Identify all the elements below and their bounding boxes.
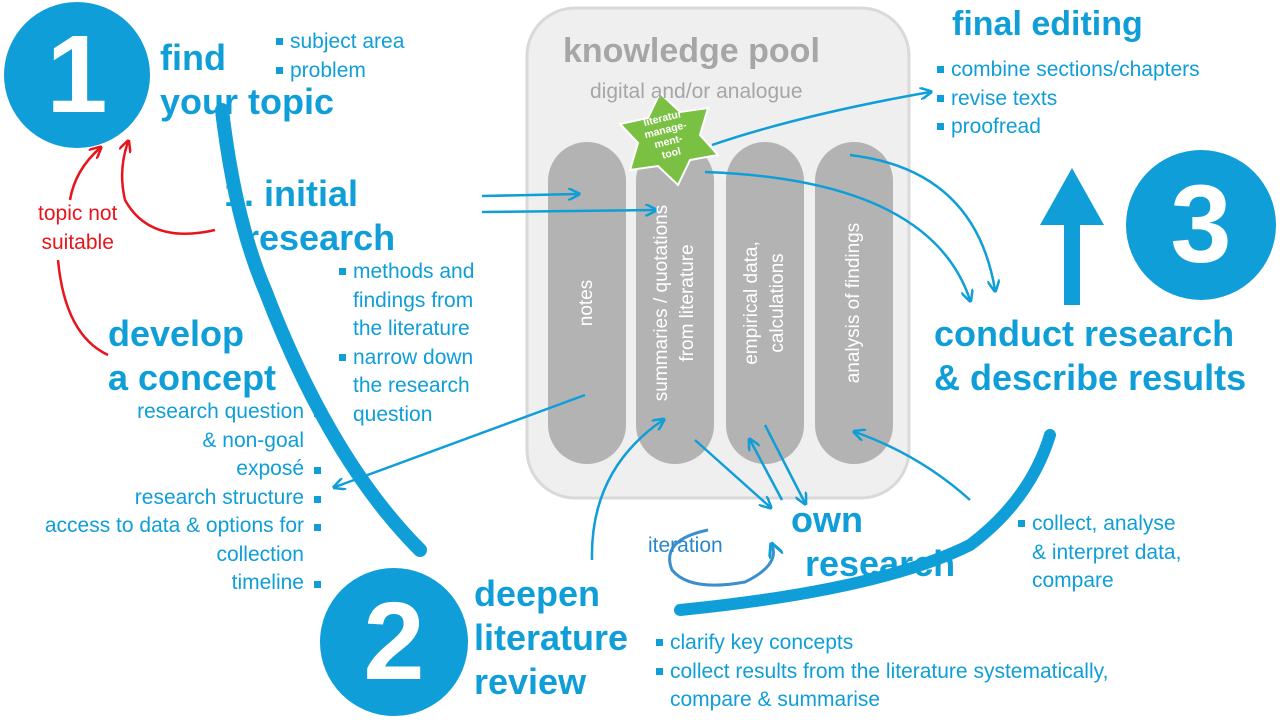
step2-bullets: clarify key concepts collect results fro… xyxy=(656,629,1108,715)
step2-title-line1: deepen xyxy=(474,573,601,614)
arrow-star-to-final xyxy=(711,92,930,147)
step3-title-line2: & describe results xyxy=(934,357,1247,398)
step1-bullet: problem xyxy=(276,57,404,86)
knowledge-pool-title: knowledge pool xyxy=(563,32,820,70)
step1-bullets: subject area problem xyxy=(276,28,404,85)
arrow-review-to-summaries xyxy=(590,420,663,561)
develop-concept-item: collection xyxy=(216,542,304,566)
pool-column-label-notes: notes xyxy=(576,279,597,327)
iteration-label: iteration xyxy=(648,534,723,557)
step3-bullets: collect, analyse& interpret data,compare xyxy=(1018,510,1181,596)
up-arrow-head xyxy=(1040,168,1104,225)
final-editing-bullet: combine sections/chapters xyxy=(937,56,1200,85)
pool-column-empirical xyxy=(726,142,804,464)
pool-column-label-empirical: empirical data,calculations xyxy=(741,241,788,365)
step1-bullet: subject area xyxy=(276,28,404,57)
arrow-research-to-summaries xyxy=(481,210,655,212)
pool-column-summaries xyxy=(636,142,714,464)
main-arc-1-to-2 xyxy=(215,103,427,557)
pool-column-analysis xyxy=(815,142,893,464)
step3-title-line1: conduct research xyxy=(934,313,1235,354)
arrow-research-to-notes xyxy=(481,194,578,196)
arrow-notes-to-concept xyxy=(335,393,586,487)
main-arc-2-to-3 xyxy=(674,429,1056,616)
arrow-own-to-empirical xyxy=(750,440,784,501)
arrow-summaries-to-own xyxy=(694,439,770,507)
step2-title-line3: review xyxy=(474,661,587,702)
pool-column-notes xyxy=(548,142,626,464)
develop-concept-item: research structure xyxy=(45,484,324,513)
pool-column-label-analysis: analysis of findings xyxy=(843,222,864,384)
final-editing-bullet: proofread xyxy=(937,113,1200,142)
final-editing-bullets: combine sections/chapters revise texts p… xyxy=(937,56,1200,142)
develop-concept-item: access to data & options for xyxy=(45,512,324,541)
develop-concept-item: research question xyxy=(45,398,324,427)
own-research-line1: own xyxy=(791,499,863,540)
initial-research-title-line1: 1. initial xyxy=(224,173,359,214)
develop-concept-item: timeline xyxy=(45,569,324,598)
literature-tool-star xyxy=(618,91,720,187)
step2-bullet: clarify key concepts xyxy=(656,629,1108,658)
step2-bullet: collect results from the literature syst… xyxy=(656,658,1108,715)
red-arrow-3 xyxy=(56,259,109,357)
step1-title-line2: your topic xyxy=(160,81,335,122)
arrow-analysis-to-research-1 xyxy=(849,153,995,290)
arrow-analysis-to-research-2 xyxy=(704,170,970,300)
step1-title-line1: find xyxy=(160,37,226,78)
step3-circle: 3 xyxy=(1126,150,1276,300)
develop-concept-list: research question & non-goal exposé rese… xyxy=(45,398,324,598)
step3-bullet: collect, analyse& interpret data,compare xyxy=(1018,510,1181,596)
develop-concept-title-line2: a concept xyxy=(108,357,277,398)
red-arrow-1 xyxy=(122,142,216,235)
knowledge-pool-subtitle: digital and/or analogue xyxy=(590,80,803,103)
arrow-empirical-to-own xyxy=(763,424,805,503)
initial-research-title-line2: research xyxy=(245,217,396,258)
arrow-collect-to-analysis xyxy=(855,432,971,501)
final-editing-title: final editing xyxy=(952,5,1143,43)
own-research-line2: research xyxy=(805,543,956,584)
iteration-loop xyxy=(668,528,774,587)
step2-title-line2: literature xyxy=(474,617,629,658)
develop-concept-title-line1: develop xyxy=(108,313,245,354)
red-arrow-2 xyxy=(68,148,100,201)
final-editing-bullet: revise texts xyxy=(937,85,1200,114)
step1-circle: 1 xyxy=(4,2,150,148)
develop-concept-item: exposé xyxy=(45,455,324,484)
step2-circle: 2 xyxy=(320,568,468,716)
develop-concept-item: & non-goal xyxy=(202,428,304,452)
